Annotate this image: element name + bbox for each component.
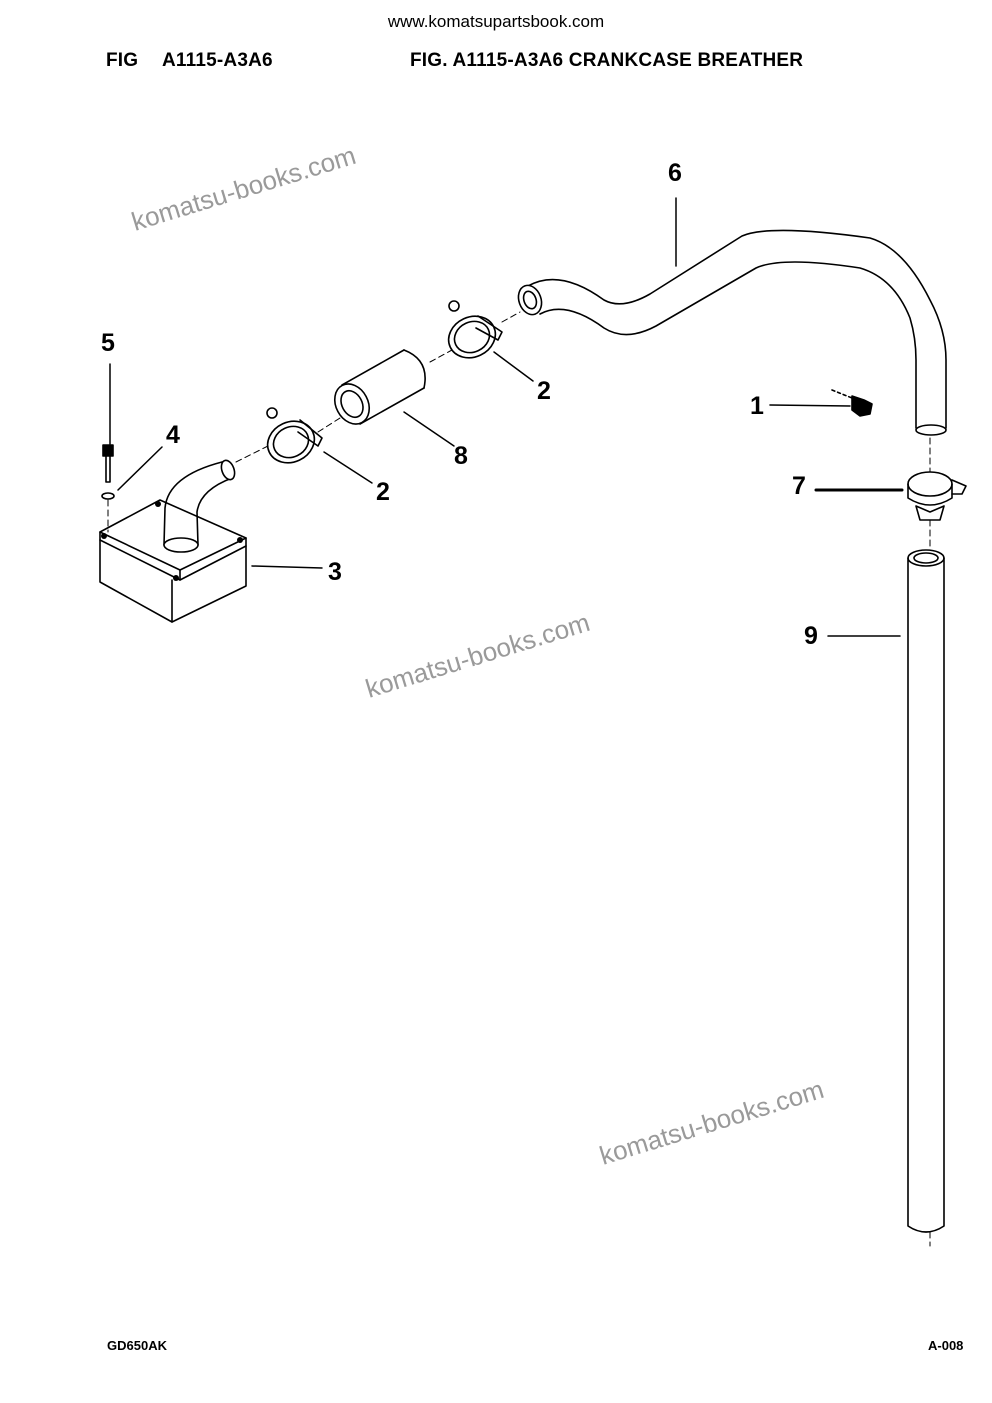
hose-clamp (447, 300, 503, 359)
hose-clamp (266, 407, 323, 464)
callout-9: 9 (804, 622, 818, 650)
callout-3: 3 (328, 558, 342, 586)
pipe-clamp (907, 471, 967, 521)
assembly-axis (107, 311, 931, 1247)
fig-code: A1115-A3A6 (162, 50, 273, 71)
callout-1: 1 (750, 392, 764, 420)
page-number: A-008 (928, 1338, 964, 1353)
leader-lines (109, 197, 901, 637)
callout-5: 5 (101, 329, 115, 357)
model-code: GD650AK (107, 1338, 167, 1353)
callout-4: 4 (166, 421, 180, 449)
callout-2: 2 (376, 478, 390, 506)
elbow-pipe (163, 459, 236, 553)
long-tube (907, 549, 945, 1233)
washer (101, 492, 115, 500)
breather-box (99, 499, 247, 623)
clip-bolt (831, 389, 873, 417)
site-url: www.komatsupartsbook.com (387, 12, 605, 31)
short-hose (333, 349, 426, 425)
fig-label: FIG (106, 50, 139, 71)
callout-7: 7 (792, 472, 806, 500)
callout-8: 8 (454, 442, 468, 470)
bolt (102, 444, 114, 483)
callout-2: 2 (537, 377, 551, 405)
callout-6: 6 (668, 159, 682, 187)
breather-pipe (517, 229, 947, 436)
fig-title: FIG. A1115-A3A6 CRANKCASE BREATHER (410, 50, 804, 71)
callout-labels: 1 2 2 3 4 5 6 7 8 9 (101, 159, 818, 650)
